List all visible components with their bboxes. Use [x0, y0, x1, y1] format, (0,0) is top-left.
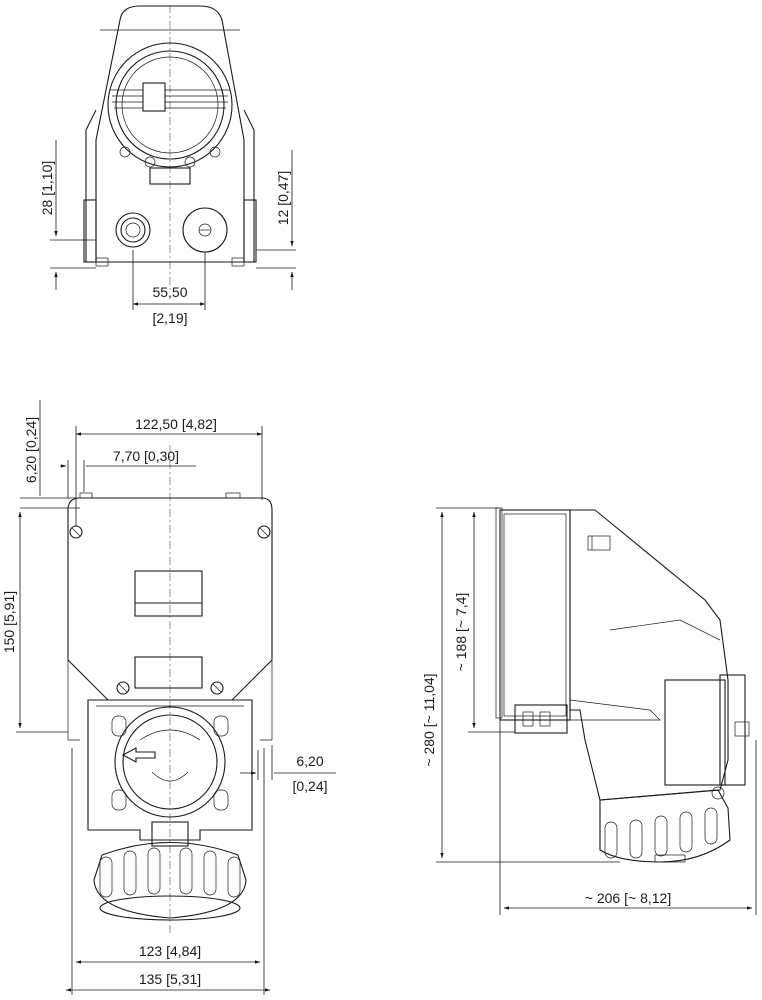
dim-front-620-side-in: [0,24]	[292, 778, 327, 794]
dim-front-620-top: 6,20 [0,24]	[23, 417, 39, 483]
dim-front-150: 150 [5,91]	[1, 591, 17, 653]
dim-top-55: 55,50	[152, 284, 187, 300]
dim-side-280: ~ 280 [~ 11,04]	[421, 673, 437, 766]
dim-front-620-side: 6,20	[296, 753, 323, 769]
front-view	[16, 400, 336, 995]
dim-top-12: 12 [0,47]	[275, 171, 291, 226]
dim-front-135: 135 [5,31]	[139, 971, 201, 987]
dim-front-123: 123 [4,84]	[139, 943, 201, 959]
dim-front-770: 7,70 [0,30]	[113, 448, 179, 464]
dim-top-28: 28 [1,10]	[39, 161, 55, 216]
dim-front-122: 122,50 [4,82]	[135, 416, 217, 432]
dim-side-206: ~ 206 [~ 8,12]	[585, 890, 671, 906]
side-view	[436, 507, 757, 915]
top-view	[50, 5, 296, 310]
dim-top-55-in: [2,19]	[152, 310, 187, 326]
dim-side-188: ~ 188 [~ 7,4]	[453, 593, 469, 672]
